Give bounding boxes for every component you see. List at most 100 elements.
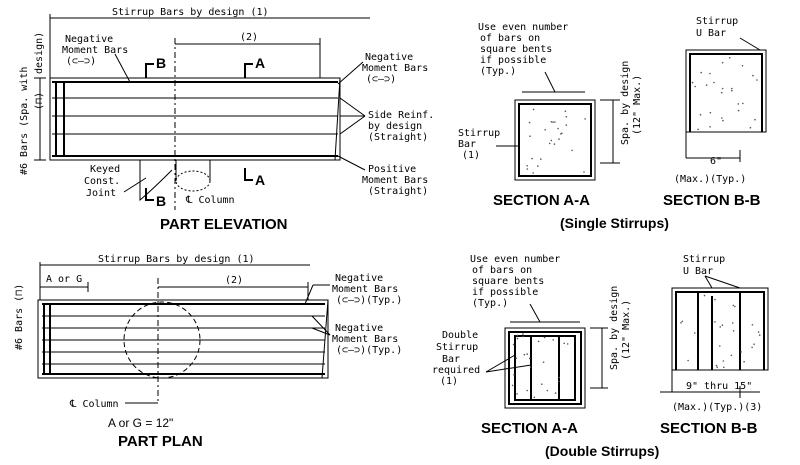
double-ubar-2: U Bar (683, 266, 713, 277)
double-dbl-5: (1) (440, 376, 458, 387)
aggregate-dot (557, 380, 560, 383)
aggregate-dot (523, 353, 526, 356)
aggregate-dot (554, 121, 556, 123)
aggregate-dot (752, 74, 754, 77)
double-sec-a-title: SECTION A-A (481, 420, 578, 437)
single-ubar-2: U Bar (696, 28, 726, 39)
plan-column (123, 301, 201, 379)
aggregate-dot (516, 334, 519, 337)
double-dbl-2: Stirrup (436, 342, 478, 353)
single-note-4: if possible (480, 55, 546, 66)
aggregate-dot (721, 117, 723, 119)
elev-keyed-3: Joint (86, 188, 116, 199)
aggregate-dot (529, 135, 531, 137)
single-caption: (Single Stirrups) (560, 215, 669, 231)
aggregate-dot (537, 340, 540, 343)
aggregate-dot (730, 354, 733, 357)
aggregate-dot (721, 87, 724, 90)
aggregate-dot (544, 129, 546, 131)
elevation-column (175, 170, 211, 192)
aggregate-dot (732, 304, 735, 307)
aggregate-dot (526, 168, 529, 170)
double-note-5: (Typ.) (472, 298, 508, 309)
elev-keyed-2: Const. (84, 176, 120, 187)
single-spa-2: (12" Max.) (632, 75, 643, 135)
aggregate-dot (723, 366, 725, 369)
single-note-3: square bents (480, 44, 552, 55)
plan-neg2-2: Moment Bars (332, 334, 398, 345)
double-maxtyp: (Max.)(Typ.)(3) (672, 402, 762, 413)
aggregate-dot (722, 360, 725, 362)
aggregate-dot (694, 332, 696, 334)
aggregate-dot (515, 357, 517, 360)
plan-neg2-3: (⊂—⊃)(Typ.) (336, 345, 402, 356)
aggregate-dot (511, 384, 514, 387)
elev-pos-2: Moment Bars (362, 175, 428, 186)
elev-column: ℄ Column (185, 195, 235, 206)
single-note-1: Use even number (478, 22, 568, 33)
single-stirrup-1: Stirrup (458, 128, 500, 139)
aggregate-dot (719, 345, 721, 347)
plan-bars-label: #6 Bars (⊓) (14, 284, 25, 350)
aggregate-dot (732, 330, 735, 332)
aggregate-dot (516, 393, 518, 395)
aggregate-dot (741, 65, 744, 67)
aggregate-dot (681, 320, 684, 323)
elev-cut-a-bot: A (255, 172, 265, 188)
aggregate-dot (703, 294, 706, 297)
aggregate-dot (522, 333, 524, 335)
plan-title: PART PLAN (118, 433, 203, 450)
aggregate-dot (548, 142, 551, 145)
aggregate-dot (737, 109, 740, 112)
aggregate-dot (526, 165, 528, 167)
plan-column-label: ℄ Column (69, 399, 119, 410)
double-note-4: if possible (472, 287, 538, 298)
single-note-5: (Typ.) (480, 66, 516, 77)
section-bb-single: Stirrup U Bar 6" (Max.)(Typ.) SECTION B-… (560, 16, 767, 231)
aggregate-dot (719, 326, 721, 328)
aggregate-dot (697, 128, 699, 131)
double-dbl-3: Bar (442, 354, 460, 365)
part-plan: Stirrup Bars by design (1) #6 Bars (⊓) A… (14, 254, 402, 450)
aggregate-dot (532, 172, 534, 174)
aggregate-dot (529, 366, 532, 369)
aggregate-dot (550, 121, 553, 123)
aggregate-dot (757, 331, 760, 333)
single-sec-b-box (685, 49, 767, 133)
aggregate-dot (721, 61, 724, 64)
aggregate-dot (691, 81, 694, 84)
aggregate-dot (731, 87, 733, 90)
aggregate-dot (537, 165, 539, 167)
aggregate-dot (714, 298, 716, 301)
aggregate-dot (564, 110, 567, 112)
aggregate-dot (526, 389, 528, 392)
aggregate-dot (709, 72, 711, 75)
aggregate-dot (754, 118, 756, 121)
double-dim-9: 9" thru 15" (686, 381, 752, 392)
aggregate-dot (705, 84, 708, 86)
aggregate-dot (522, 335, 524, 338)
aggregate-dot (734, 305, 736, 308)
elev-pos-1: Positive (368, 164, 416, 175)
aggregate-dot (737, 103, 740, 105)
aggregate-dot (566, 343, 569, 345)
elev-neg-r2: Moment Bars (362, 63, 428, 74)
aggregate-dot (553, 143, 556, 145)
single-stirrup-2: Bar (458, 139, 476, 150)
double-dbl-1: Double (442, 330, 478, 341)
aggregate-dot (531, 157, 533, 160)
aggregate-dot (728, 57, 731, 59)
plan-neg1-2: Moment Bars (332, 284, 398, 295)
aggregate-dot (742, 102, 744, 105)
aggregate-dot (583, 171, 585, 173)
double-ubar-1: Stirrup (683, 254, 725, 265)
elev-neg-sym: (⊂—⊃) (66, 56, 96, 67)
aggregate-dot (554, 392, 557, 394)
aggregate-dot (552, 121, 554, 123)
single-sec-a-box (514, 99, 596, 181)
part-elevation: Stirrup Bars by design (1) #6 Bars (Spa.… (19, 7, 434, 233)
elev-bars-label: #6 Bars (Spa. with (19, 67, 30, 175)
aggregate-dot (680, 322, 682, 324)
aggregate-dot (533, 396, 536, 399)
section-aa-double: Use even number of bars on square bents … (432, 254, 632, 437)
